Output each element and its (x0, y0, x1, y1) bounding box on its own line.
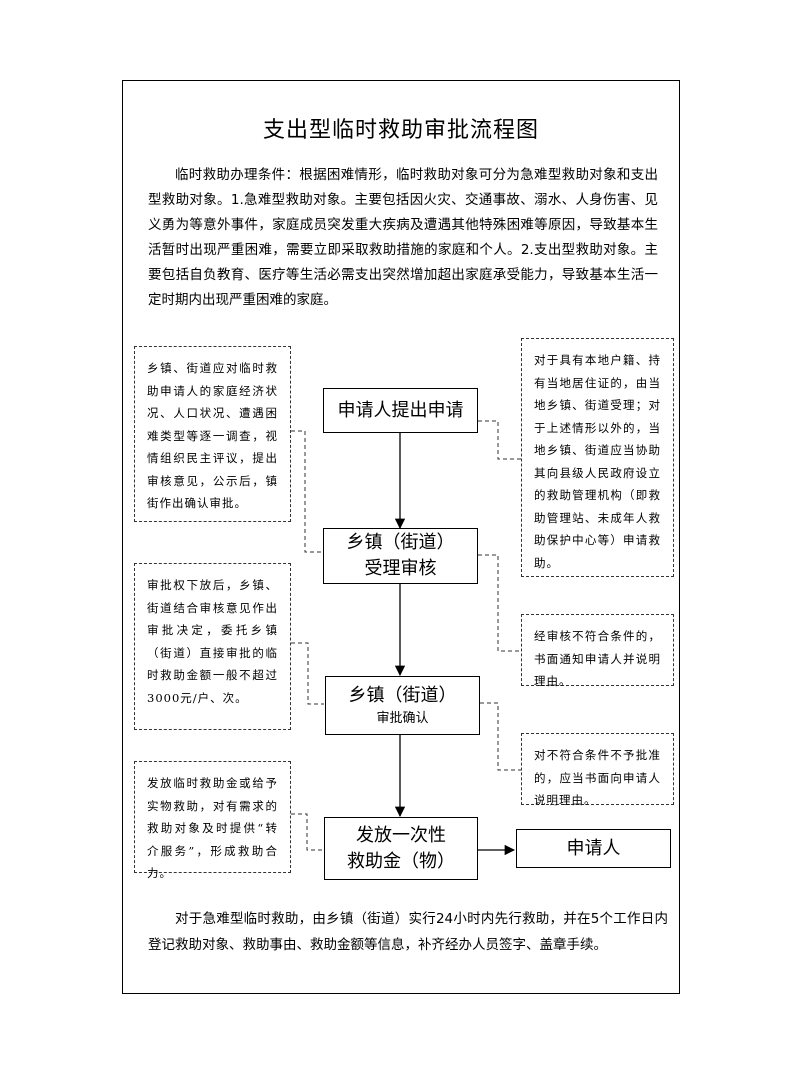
step-applicant: 申请人 (516, 829, 671, 868)
dash-left-3 (291, 813, 324, 851)
step-applicant-label: 申请人 (566, 837, 621, 859)
step-approve: 乡镇（街道） 审批确认 (325, 676, 480, 735)
dash-left-2 (291, 642, 324, 705)
step-grant-line1: 发放一次性 (356, 824, 446, 846)
step-grant: 发放一次性 救助金（物） (324, 817, 478, 880)
step-apply-label: 申请人提出申请 (337, 399, 464, 421)
page-frame (122, 80, 680, 994)
step-approve-line1: 乡镇（街道） (348, 684, 457, 706)
note-right-approve-reject: 对不符合条件不予批准的，应当书面向申请人说明理由。 (521, 733, 674, 807)
footer-paragraph: 对于急难型临时救助，由乡镇（街道）实行24小时内先行救助，并在5个工作日内登记救… (148, 911, 668, 953)
dash-right-1 (478, 420, 521, 460)
step-accept-line2: 受理审核 (364, 558, 437, 579)
intro-paragraph: 临时救助办理条件：根据困难情形，临时救助对象可分为急难型救助对象和支出型救助对象… (148, 167, 658, 308)
step-apply: 申请人提出申请 (323, 388, 478, 433)
step-accept-review: 乡镇（街道） 受理审核 (323, 528, 478, 584)
note-left-referral: 发放临时救助金或给予实物救助，对有需求的救助对象及时提供“转介服务”，形成救助合… (134, 761, 291, 880)
dash-left-1 (291, 430, 322, 553)
step-accept-line1: 乡镇（街道） (346, 532, 455, 553)
dash-right-2 (478, 554, 521, 652)
step-grant-line2: 救助金（物） (347, 850, 455, 872)
note-left-approval-limit: 审批权下放后，乡镇、街道结合审核意见作出审批决定，委托乡镇（街道）直接审批的临时… (134, 563, 291, 730)
dash-right-3 (480, 702, 521, 771)
step-approve-line2: 审批确认 (376, 710, 429, 726)
note-left-investigation: 乡镇、街道应对临时救助申请人的家庭经济状况、人口状况、遭遇困难类型等逐一调查，视… (134, 346, 291, 522)
note-right-acceptance: 对于具有本地户籍、持有当地居住证的，由当地乡镇、街道受理；对于上述情形以外的，当… (521, 338, 674, 577)
page-title: 支出型临时救助审批流程图 (262, 118, 539, 143)
note-right-review-reject: 经审核不符合条件的，书面通知申请人并说明理由。 (521, 614, 674, 688)
